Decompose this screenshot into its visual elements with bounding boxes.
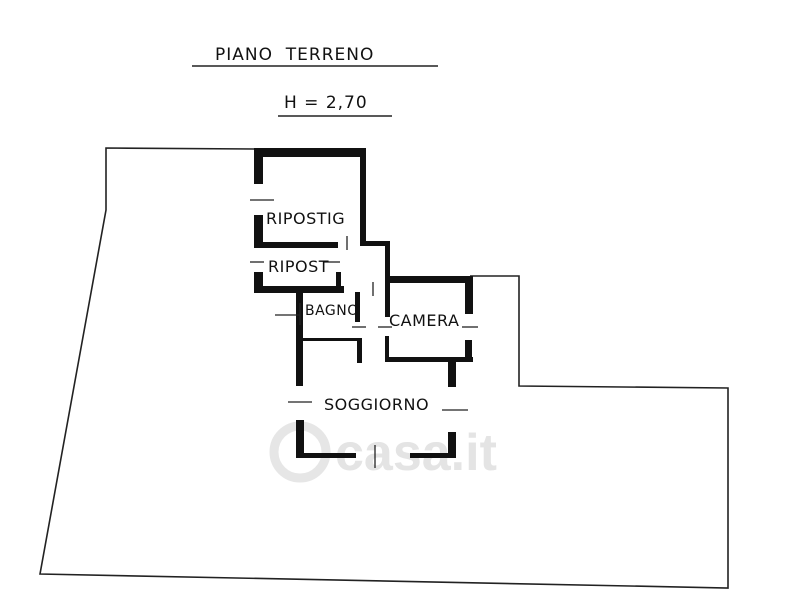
room-label-bagno: BAGNO — [305, 303, 359, 319]
plan-title: PIANO TERRENO — [215, 45, 374, 65]
room-label-ripostiglio-2: RIPOST — [268, 257, 329, 276]
room-label-ripostiglio-1: RIPOSTIG — [266, 209, 345, 228]
walls — [254, 148, 473, 458]
lot-boundary — [39, 147, 729, 589]
height-note: H = 2,70 — [284, 93, 368, 113]
room-label-camera: CAMERA — [389, 311, 459, 330]
door-marks — [250, 199, 478, 468]
room-label-soggiorno: SOGGIORNO — [324, 395, 429, 414]
